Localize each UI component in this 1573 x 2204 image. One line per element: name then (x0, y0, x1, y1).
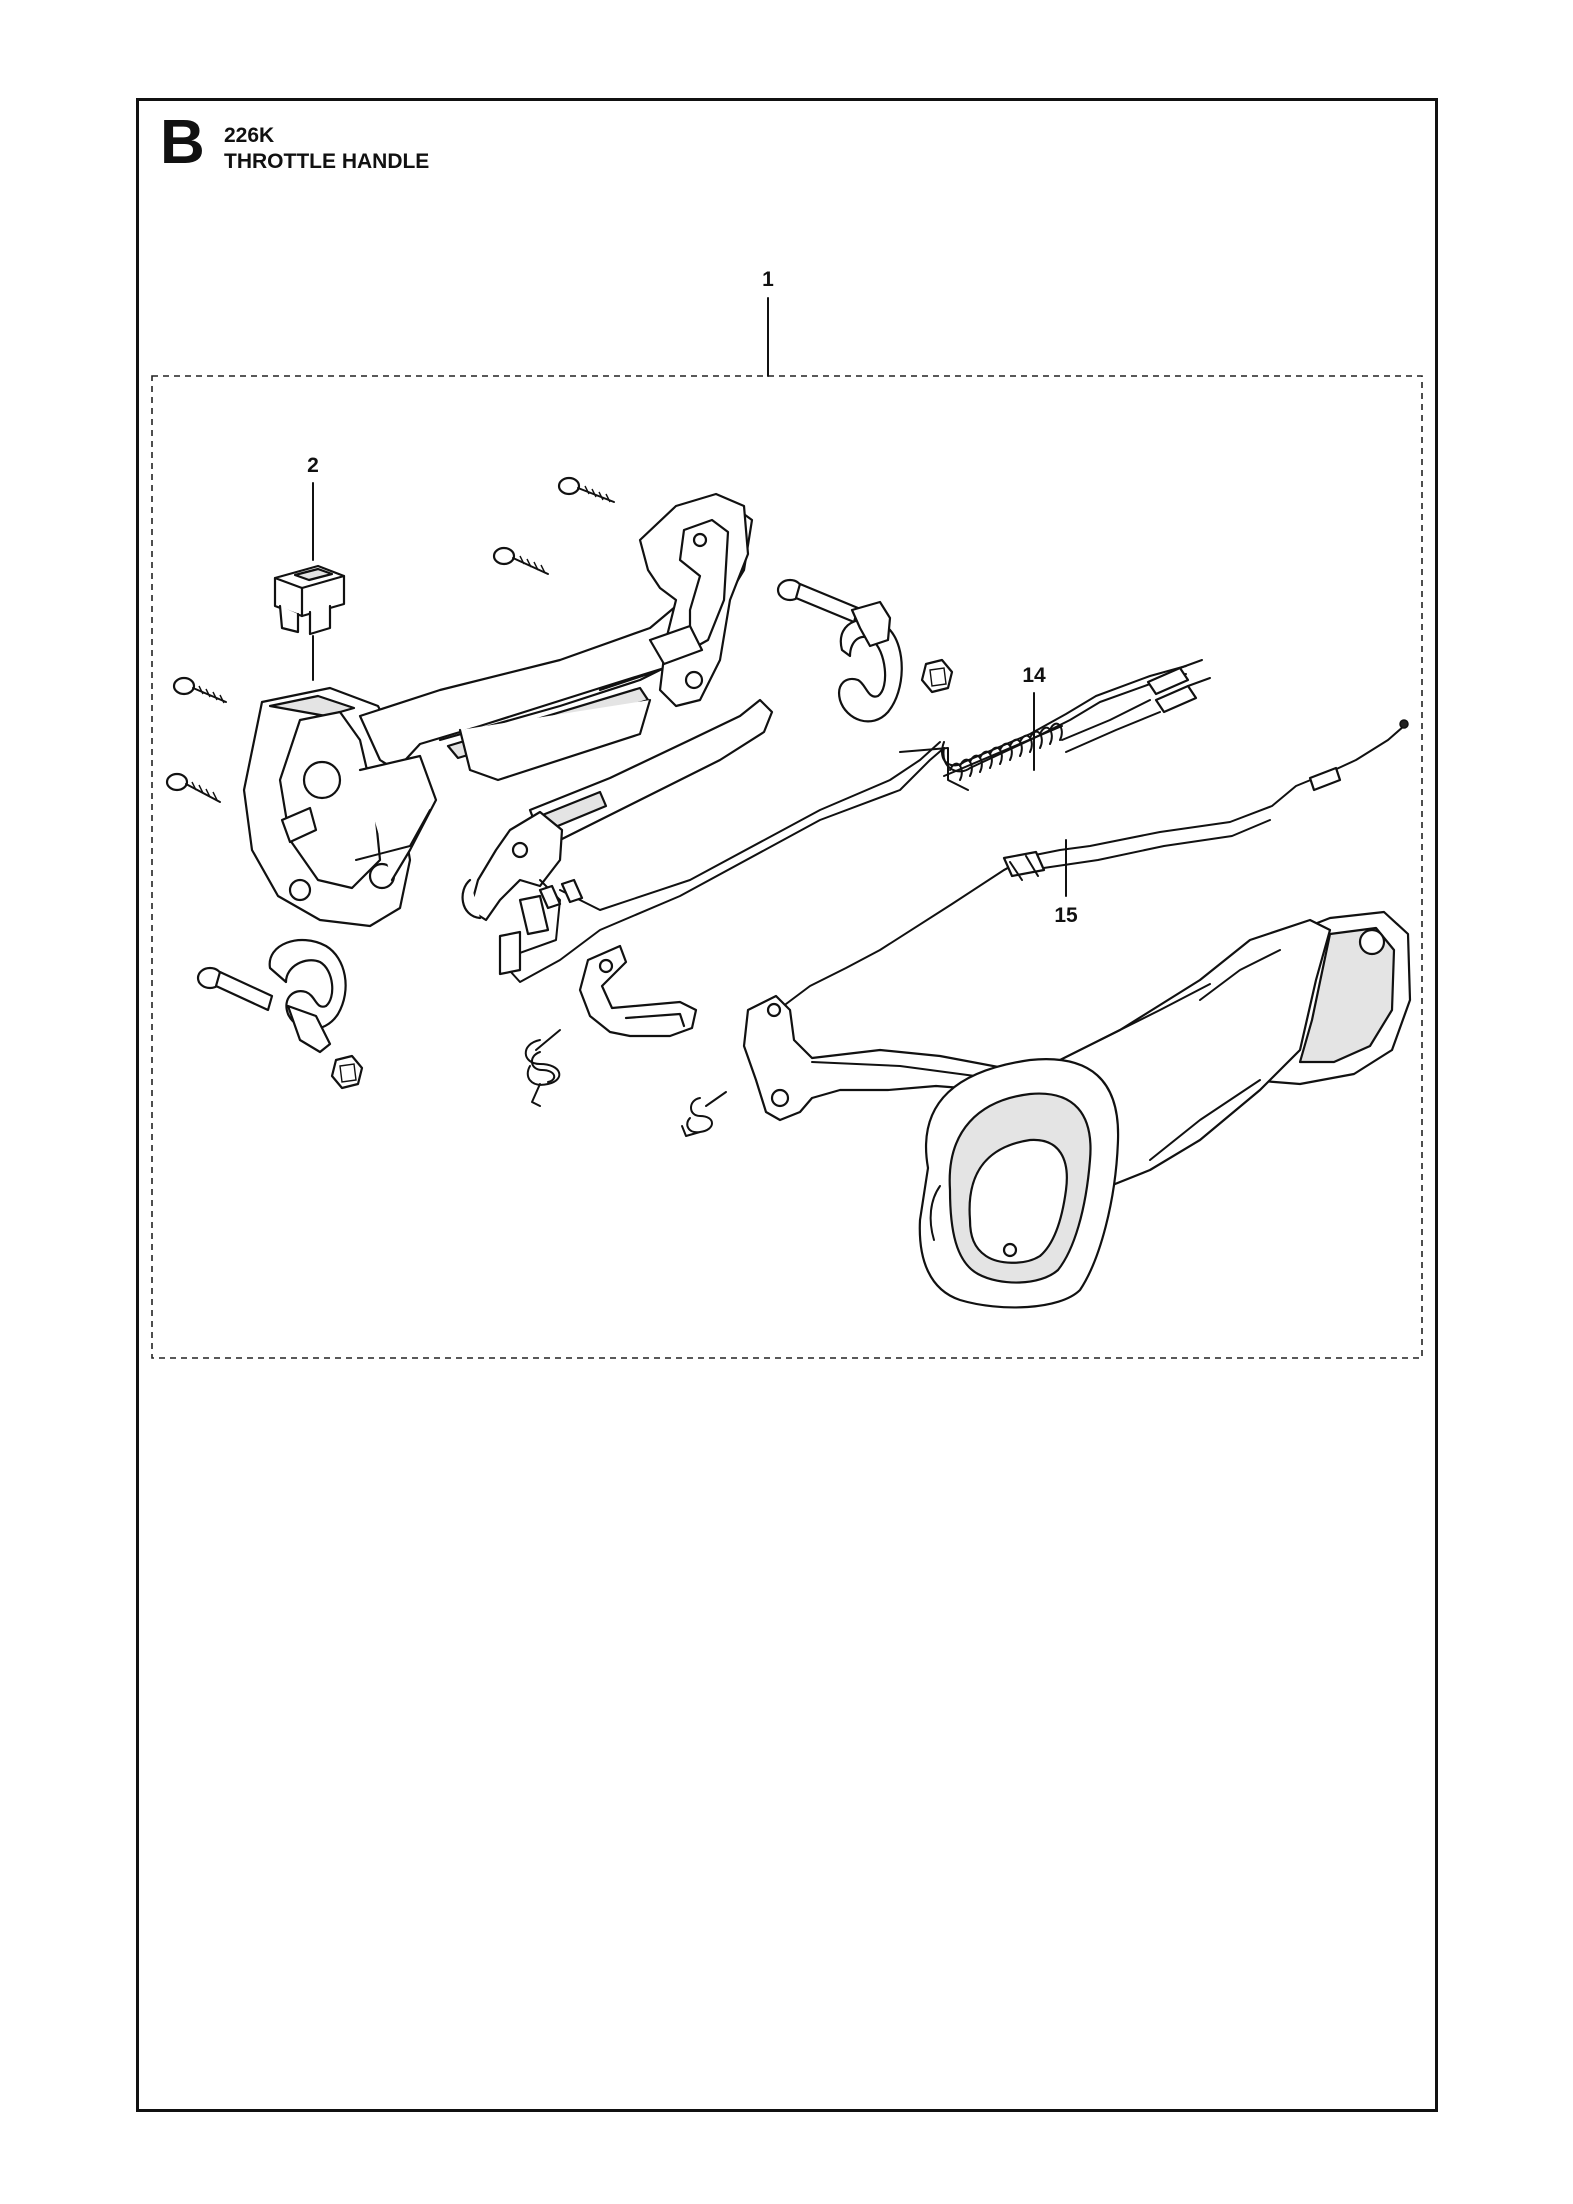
lockout-lever (578, 944, 698, 1038)
rear-handle-grip (918, 910, 1412, 1309)
stop-wire (498, 659, 1211, 983)
wire-coil (943, 722, 1063, 781)
svg-text:14: 14 (1022, 664, 1046, 687)
throttle-cable (769, 719, 1409, 1017)
svg-text:1: 1 (762, 268, 774, 291)
screw-left-1 (172, 676, 227, 704)
section-letter: B (160, 108, 205, 177)
assembly-boundary (151, 375, 1423, 1359)
screw-top (557, 476, 615, 503)
handle-housing (242, 492, 754, 928)
callout-2: 2 (307, 454, 319, 561)
throttle-trigger (461, 698, 774, 922)
svg-text:15: 15 (1054, 904, 1078, 927)
screw-upper-left (492, 546, 549, 575)
spring-left (524, 1029, 561, 1107)
clamp-upper (776, 578, 954, 723)
spring-right (681, 1091, 727, 1137)
screw-left-2 (165, 772, 221, 803)
page-border (136, 98, 1438, 2112)
model-number: 226K (224, 124, 275, 147)
stop-switch (273, 564, 346, 681)
callout-14: 14 (1022, 664, 1046, 771)
callout-15: 15 (1054, 839, 1078, 927)
section-title: THROTTLE HANDLE (224, 150, 430, 173)
callout-1: 1 (762, 268, 774, 377)
svg-text:2: 2 (307, 454, 319, 477)
clamp-lower (196, 938, 364, 1090)
